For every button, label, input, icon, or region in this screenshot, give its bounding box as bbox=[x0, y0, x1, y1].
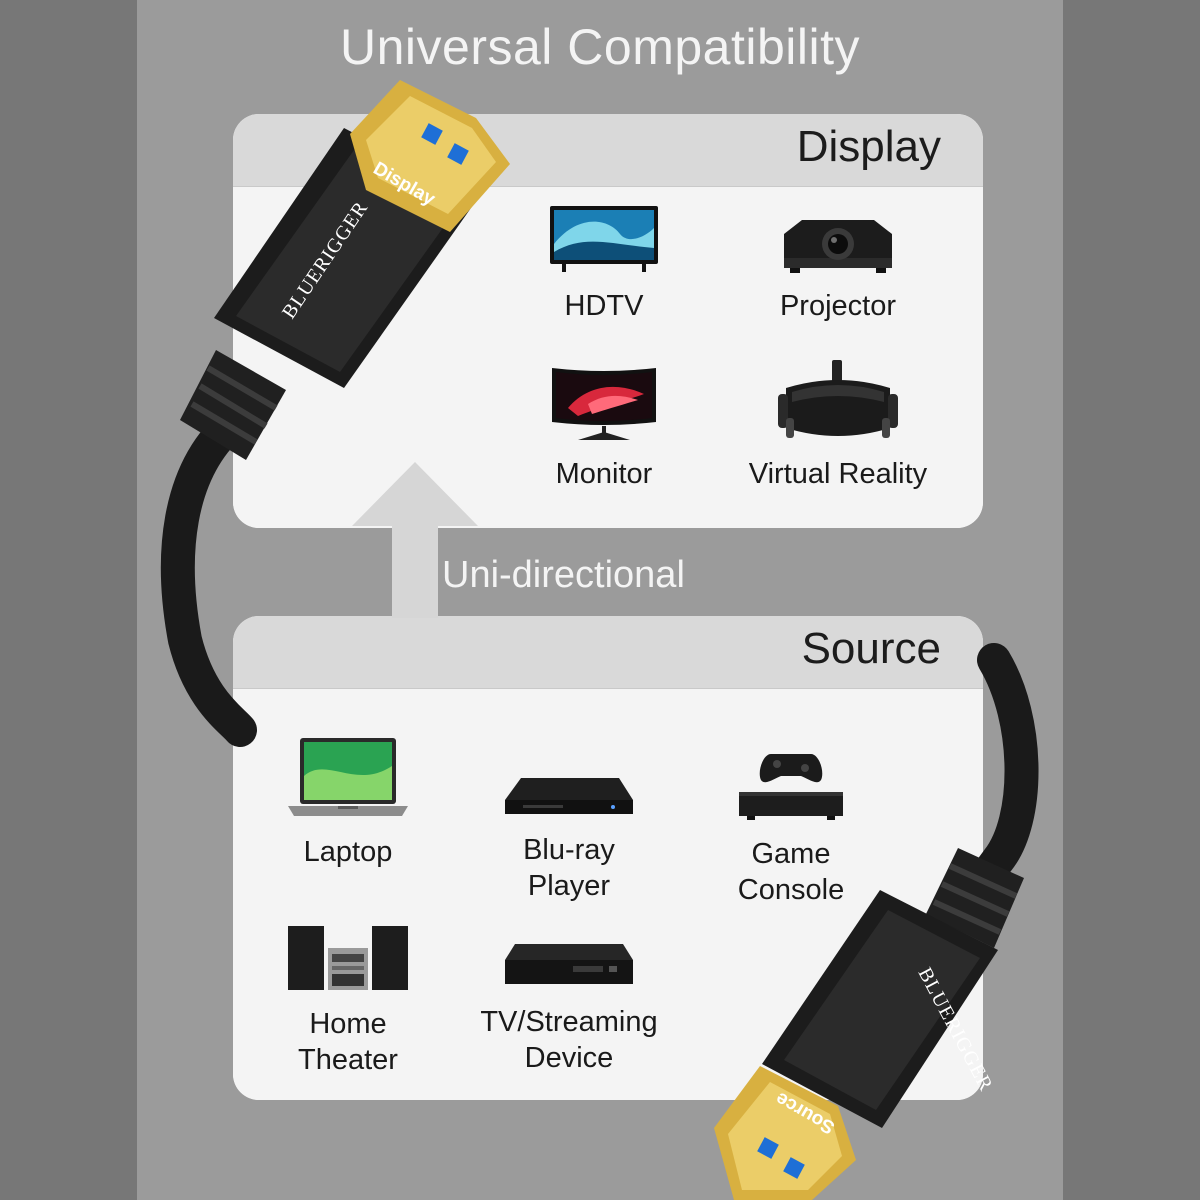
device-label-line: Player bbox=[527, 870, 611, 902]
device-game-console: Game Console bbox=[711, 748, 871, 908]
page-title: Universal Compatibility bbox=[340, 19, 860, 75]
device-monitor: Monitor bbox=[529, 364, 679, 492]
display-panel-title: Display bbox=[796, 122, 941, 171]
device-label: Monitor bbox=[555, 458, 653, 490]
device-label-line: Home bbox=[309, 1008, 387, 1040]
device-bluray-player: Blu-ray Player bbox=[479, 774, 659, 904]
device-virtual-reality: Virtual Reality bbox=[733, 358, 943, 492]
streaming-box-icon bbox=[505, 944, 633, 984]
source-panel-title: Source bbox=[801, 624, 941, 673]
device-label: Projector bbox=[779, 290, 897, 322]
device-label-line: Device bbox=[524, 1042, 614, 1074]
device-label: HDTV bbox=[564, 290, 644, 322]
device-label-line: Theater bbox=[298, 1044, 398, 1076]
monitor-icon bbox=[552, 368, 656, 440]
tv-icon bbox=[550, 206, 658, 272]
strain-relief-top bbox=[180, 350, 286, 460]
device-tv-streaming: TV/Streaming Device bbox=[469, 938, 669, 1076]
top-connector bbox=[214, 80, 510, 388]
device-laptop: Laptop bbox=[273, 736, 423, 870]
background-band-left bbox=[0, 0, 137, 1200]
device-projector: Projector bbox=[753, 214, 923, 324]
projector-icon bbox=[784, 220, 892, 273]
laptop-icon bbox=[288, 738, 408, 816]
home-theater-icon bbox=[288, 926, 408, 990]
device-label-line: TV/Streaming bbox=[480, 1006, 658, 1038]
device-label-line: Blu-ray bbox=[523, 834, 615, 866]
source-panel-header: Source bbox=[233, 616, 983, 689]
up-arrow-icon bbox=[352, 462, 478, 618]
background-band-right bbox=[1063, 0, 1200, 1200]
strain-relief-bottom bbox=[926, 848, 1024, 948]
device-label: Virtual Reality bbox=[748, 458, 928, 490]
direction-label: Uni-directional bbox=[442, 554, 685, 596]
bluray-player-icon bbox=[505, 778, 633, 814]
bottom-connector bbox=[714, 890, 998, 1200]
device-label-line: Game bbox=[751, 838, 831, 870]
device-label-line: Console bbox=[737, 874, 845, 906]
device-hdtv: HDTV bbox=[529, 204, 679, 324]
vr-headset-icon bbox=[778, 360, 898, 438]
device-home-theater: Home Theater bbox=[273, 924, 423, 1078]
game-console-icon bbox=[739, 754, 843, 820]
device-label: Laptop bbox=[303, 836, 393, 868]
